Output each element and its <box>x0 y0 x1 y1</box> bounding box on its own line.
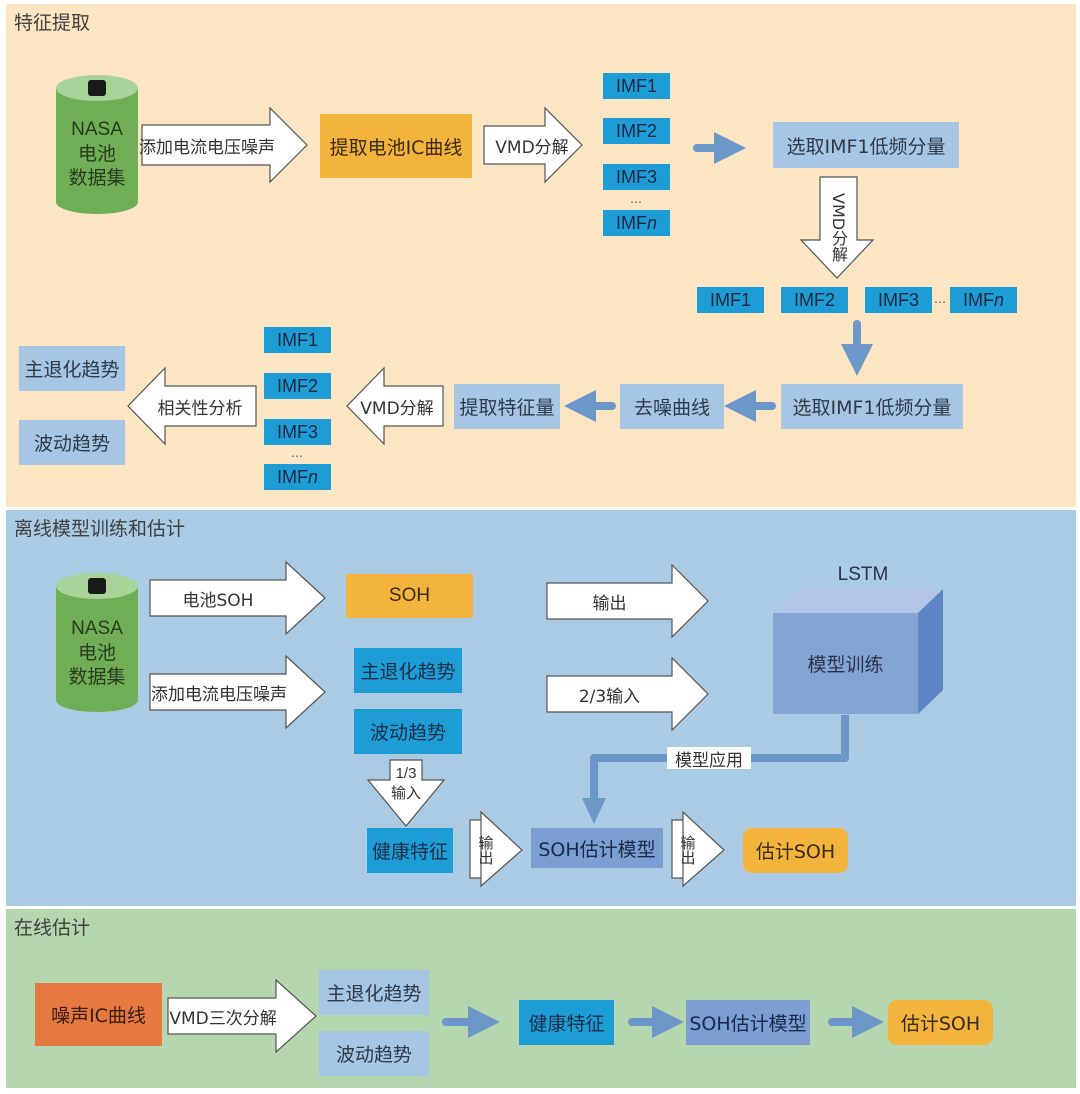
imf-box: IMF1 <box>697 287 764 313</box>
soh-box: SOH <box>346 574 473 618</box>
imf-n: n <box>993 289 1004 310</box>
soh-model-box: SOH估计模型 <box>531 828 663 868</box>
arrow-output-v2 <box>671 810 725 888</box>
arrow-add-noise <box>141 106 308 184</box>
imf-label: IMF <box>615 212 647 233</box>
imf-label: IMF <box>276 466 308 487</box>
health-feature-box: 健康特征 <box>519 1000 614 1045</box>
imf-n: n <box>646 212 657 233</box>
model-apply-label: 模型应用 <box>667 747 751 771</box>
imf-box: IMF3 <box>603 164 670 190</box>
battery-label-line1: NASA <box>71 618 123 639</box>
arrow-label: 电池SOH <box>182 590 254 611</box>
battery-label-line2: 电池 <box>77 642 116 664</box>
section-title: 离线模型训练和估计 <box>14 518 186 540</box>
battery-label-line3: 数据集 <box>68 666 126 688</box>
main-trend-box: 主退化趋势 <box>19 346 125 391</box>
extract-features-box: 提取特征量 <box>454 384 560 429</box>
arrow-label: VMD分解 <box>495 137 569 158</box>
fluctuation-trend-box: 波动趋势 <box>319 1031 429 1076</box>
health-feature-box: 健康特征 <box>367 828 453 873</box>
arrow-label: 输出 <box>476 835 495 865</box>
main-trend-box: 主退化趋势 <box>354 648 462 693</box>
ellipsis: … <box>630 192 642 206</box>
arrow-output-v1 <box>469 810 523 888</box>
imf-box: IMF2 <box>603 118 670 144</box>
arrow-label: VMD分解 <box>829 193 848 263</box>
lstm-label: LSTM <box>837 564 889 585</box>
select-imf1-box: 选取IMF1低频分量 <box>781 384 963 429</box>
arrow-vmd-down <box>799 176 875 279</box>
model-training-label: 模型训练 <box>807 653 884 676</box>
imf-box: IMF1 <box>264 327 331 353</box>
estimated-soh-box: 估计SOH <box>743 828 848 873</box>
arrow-input-13 <box>366 759 446 827</box>
imf-box: IMF3 <box>865 287 932 313</box>
arrow-label: 添加电流电压噪声 <box>139 137 275 158</box>
imf-box: IMF2 <box>264 373 331 399</box>
battery-label-line1: NASA <box>71 119 123 140</box>
arrow-label: VMD三次分解 <box>169 1008 277 1029</box>
estimated-soh-box: 估计SOH <box>888 1000 993 1045</box>
arrow-correlation <box>127 366 257 446</box>
arrow-output <box>546 563 709 639</box>
arrow-label: 输入 <box>390 783 421 802</box>
imf-box: IMF2 <box>781 287 848 313</box>
soh-model-box: SOH估计模型 <box>686 1000 810 1045</box>
battery-icon <box>56 573 138 712</box>
imf-label: IMF <box>962 289 994 310</box>
main-trend-box: 主退化趋势 <box>319 970 429 1015</box>
arrow-soh <box>149 560 326 636</box>
hollow-arrows-p1 <box>127 106 875 446</box>
battery-label-line2: 电池 <box>77 143 116 165</box>
arrow-label: 1/3 <box>395 764 417 782</box>
arrow-label: 输出 <box>592 593 627 614</box>
noise-ic-box: 噪声IC曲线 <box>35 983 162 1046</box>
battery-icon <box>56 75 138 214</box>
arrow-label: VMD分解 <box>360 398 434 419</box>
section-title: 在线估计 <box>14 917 91 939</box>
hollow-arrows-p2 <box>149 560 725 888</box>
arrow-vmd-left <box>346 366 444 446</box>
ellipsis: … <box>934 292 946 306</box>
fluctuation-trend-box: 波动趋势 <box>354 709 462 754</box>
arrow-label: 相关性分析 <box>157 398 243 419</box>
imf-box: IMF3 <box>264 419 331 445</box>
arrow-vmd1 <box>483 106 583 184</box>
imf-box: IMF1 <box>603 73 670 99</box>
imf-n: n <box>307 466 318 487</box>
battery-label: NASA 电池 数据集 <box>56 118 138 190</box>
extract-ic-box: 提取电池IC曲线 <box>320 114 472 178</box>
battery-label-line3: 数据集 <box>68 167 126 189</box>
arrow-label: 输出 <box>678 835 697 865</box>
arrow-label: 2/3输入 <box>578 686 641 707</box>
ellipsis: … <box>291 446 303 460</box>
arrow-add-noise-2 <box>149 654 326 730</box>
arrow-label: 添加电流电压噪声 <box>151 684 287 705</box>
arrow-vmd3 <box>167 978 317 1054</box>
select-imf1-box: 选取IMF1低频分量 <box>773 122 959 168</box>
model-apply-arrowhead <box>582 798 606 824</box>
lstm-cube <box>773 589 943 714</box>
section-title: 特征提取 <box>14 12 91 34</box>
denoise-curve-box: 去噪曲线 <box>620 384 724 429</box>
fluctuation-trend-box: 波动趋势 <box>19 420 125 465</box>
arrow-input-23 <box>546 656 709 732</box>
battery-label: NASA 电池 数据集 <box>56 617 138 689</box>
